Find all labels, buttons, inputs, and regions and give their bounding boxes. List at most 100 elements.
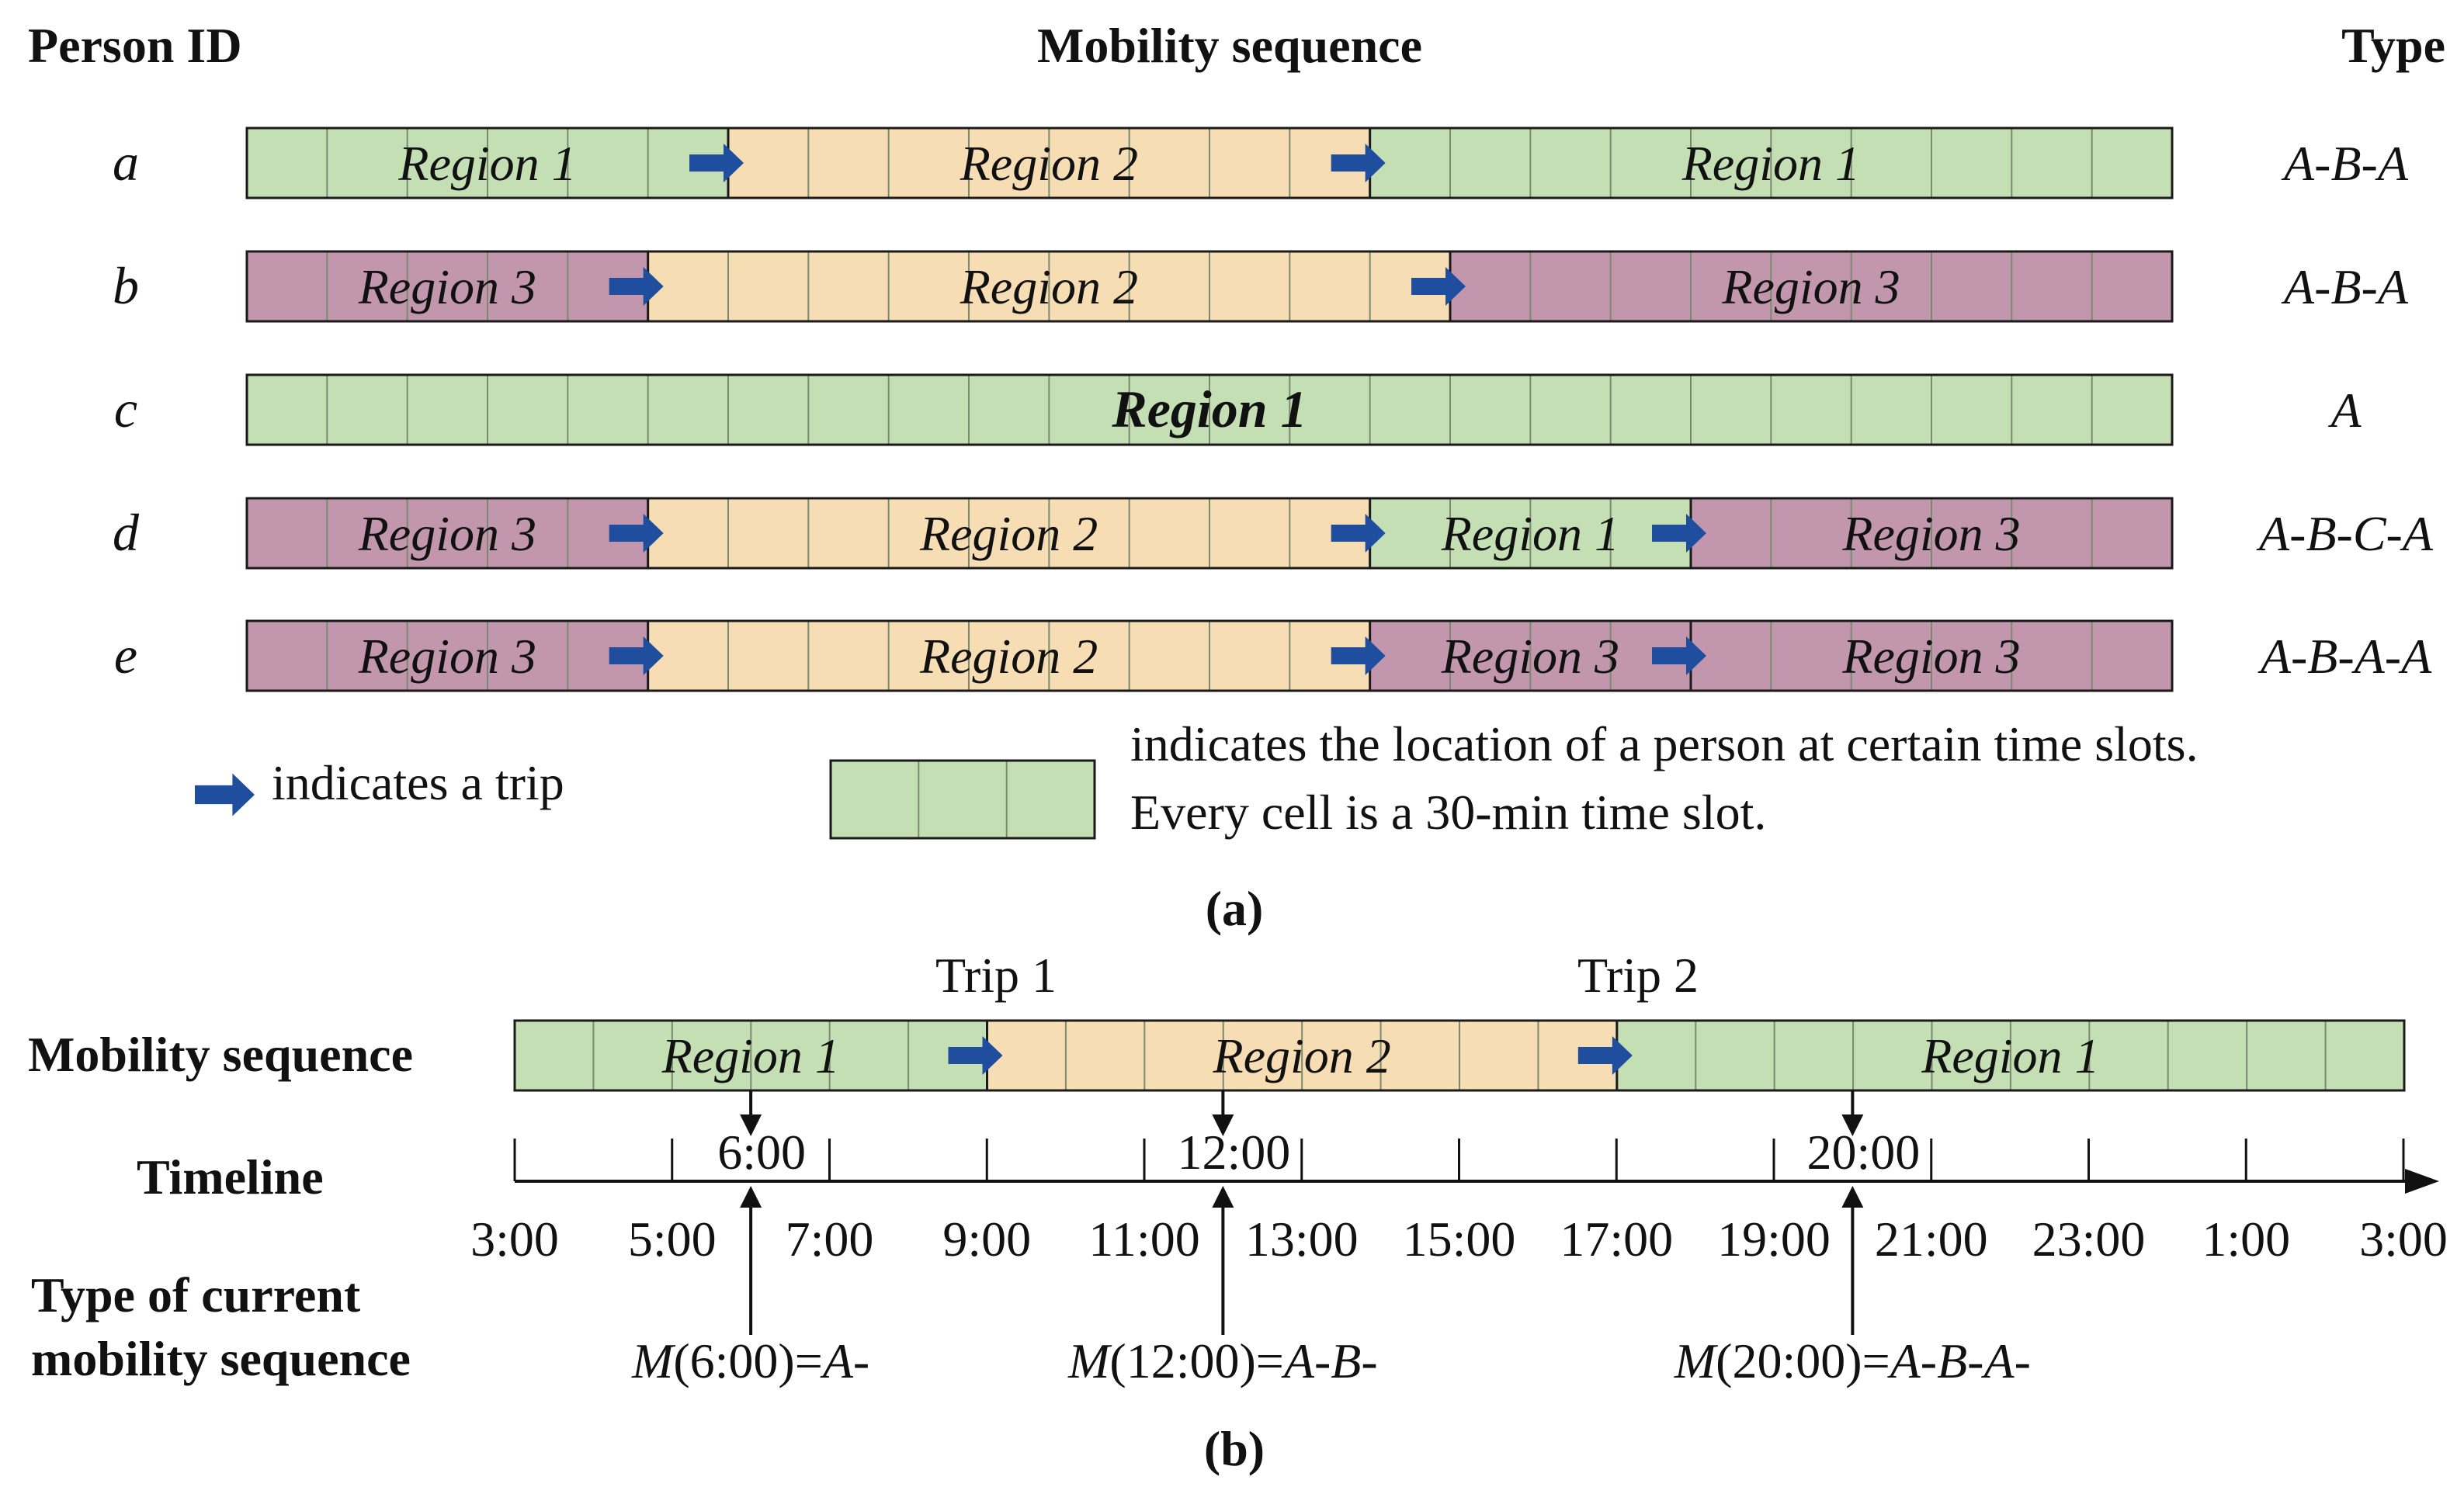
type-d: A-B-C-A: [2256, 506, 2434, 561]
tick-label: 19:00: [1717, 1211, 1831, 1267]
timeline-arrowhead: [2405, 1169, 2439, 1194]
legend-cell-fill: [831, 761, 1095, 838]
row-e-outline: [245, 619, 2174, 692]
trip-arrow-icon: [1331, 514, 1386, 553]
trip-arrow-icon: [1652, 636, 1706, 675]
marker-formula: M(20:00)=A-B-A-: [1674, 1333, 2031, 1388]
row-c-segment-label-1: Region 1: [1111, 380, 1307, 438]
part-b: Mobility sequence Timeline Type of curre…: [28, 948, 2448, 1388]
row-a-outline: [245, 127, 2174, 199]
header-type: Type: [2341, 18, 2445, 73]
marker-time-label: 12:00: [1177, 1125, 1290, 1180]
tick-label: 17:00: [1560, 1211, 1673, 1267]
trip-arrow-icon: [689, 144, 744, 182]
formula-arg: (6:00)=: [673, 1333, 823, 1388]
legend-trip-text: indicates a trip: [272, 755, 564, 810]
tick-label: 1:00: [2202, 1211, 2290, 1267]
b-bar-segment-label-1: Region 1: [661, 1028, 840, 1083]
row-d-segment-2: [647, 498, 1370, 568]
row-c: c Region 1 A: [114, 373, 2362, 446]
caption-b: (b): [1204, 1421, 1265, 1476]
row-b-outline: [245, 250, 2174, 323]
trip-2-label: Trip 2: [1577, 948, 1699, 1003]
trip-arrow-icon: [609, 636, 664, 675]
tick-label: 11:00: [1088, 1211, 1199, 1267]
row-a-segment-label-2: Region 2: [960, 136, 1138, 191]
person-id-a: a: [113, 133, 139, 192]
tick-label: 3:00: [2359, 1211, 2448, 1267]
row-b-segment-label-3: Region 3: [1721, 259, 1900, 314]
type-b: A-B-A: [2281, 259, 2409, 314]
legend-cell-outline: [829, 759, 1096, 840]
time-markers: 6:00M(6:00)=A-12:00M(12:00)=A-B-20:00M(2…: [631, 1090, 2031, 1388]
row-e-segment-1: [247, 621, 648, 691]
trip-arrow-icon: [195, 773, 255, 816]
label-timeline: Timeline: [137, 1149, 324, 1205]
trip-arrow-icon: [609, 267, 664, 306]
trip-arrow-icon: [609, 514, 664, 553]
formula-arg: (20:00)=: [1716, 1333, 1890, 1388]
marker-time-label: 20:00: [1806, 1125, 1920, 1180]
marker-1: 6:00M(6:00)=A-: [631, 1090, 869, 1388]
legend-location-line2: Every cell is a 30-min time slot.: [1130, 785, 1766, 840]
person-id-d: d: [113, 503, 140, 562]
type-c: A: [2327, 383, 2362, 438]
formula-prefix: M: [1067, 1333, 1112, 1388]
formula-value: A-: [820, 1333, 869, 1388]
formula-arg: (12:00)=: [1109, 1333, 1284, 1388]
row-c-outline: [245, 373, 2174, 446]
b-bar-segment-label-2: Region 2: [1213, 1028, 1391, 1083]
trip-arrow-icon: [195, 773, 255, 816]
tick-label: 23:00: [2032, 1211, 2146, 1267]
trip-arrow-icon: [1331, 144, 1386, 182]
tick-label: 15:00: [1403, 1211, 1516, 1267]
tick-label: 9:00: [942, 1211, 1031, 1267]
type-a: A-B-A: [2281, 136, 2409, 191]
row-b: b Region 3 Region 2 Region 3 A-B-A: [113, 250, 2409, 323]
row-d-segment-label-3: Region 1: [1441, 506, 1619, 561]
person-id-c: c: [114, 380, 137, 438]
tick-label: 5:00: [628, 1211, 717, 1267]
person-id-e: e: [114, 626, 137, 685]
row-e-segment-2: [647, 621, 1370, 691]
row-b-segment-3: [1450, 251, 2172, 321]
trip-arrow-icon: [1652, 514, 1706, 553]
tick-label: 21:00: [1875, 1211, 1988, 1267]
row-b-segment-label-2: Region 2: [960, 259, 1138, 314]
label-mobility-sequence: Mobility sequence: [28, 1027, 413, 1082]
row-e-segment-label-2: Region 2: [919, 629, 1098, 684]
marker-3: 20:00M(20:00)=A-B-A-: [1674, 1090, 2031, 1388]
row-b-segment-1: [247, 251, 648, 321]
formula-value: A-B-A-: [1887, 1333, 2031, 1388]
person-id-b: b: [113, 256, 139, 315]
tick-label: 7:00: [786, 1211, 874, 1267]
marker-2: 12:00M(12:00)=A-B-: [1067, 1090, 1378, 1388]
caption-a: (a): [1206, 881, 1264, 936]
b-bar-outline: [513, 1019, 2406, 1092]
row-a-segment-label-1: Region 1: [397, 136, 576, 191]
label-type-line1: Type of current: [31, 1267, 361, 1322]
label-type-line2: mobility sequence: [31, 1331, 411, 1386]
marker-formula: M(6:00)=A-: [631, 1333, 869, 1388]
marker-time-label: 6:00: [717, 1125, 806, 1180]
row-e-segment-label-1: Region 3: [358, 629, 536, 684]
b-bar-segment-label-3: Region 1: [1921, 1028, 2099, 1083]
trip-arrow-icon: [948, 1036, 1003, 1075]
row-a-segment-label-3: Region 1: [1681, 136, 1860, 191]
marker-formula: M(12:00)=A-B-: [1067, 1333, 1378, 1388]
row-e-segment-label-3: Region 3: [1441, 629, 1619, 684]
row-d-segment-label-4: Region 3: [1841, 506, 2020, 561]
formula-prefix: M: [1674, 1333, 1719, 1388]
header-person-id: Person ID: [28, 18, 242, 73]
row-d-outline: [245, 497, 2174, 570]
trip-1-label: Trip 1: [935, 948, 1057, 1003]
header-mobility-sequence: Mobility sequence: [1037, 18, 1422, 73]
formula-prefix: M: [631, 1333, 676, 1388]
row-b-segment-label-1: Region 3: [358, 259, 536, 314]
mobility-sequence-bar: Region 1 Region 2 Region 1: [513, 1019, 2406, 1092]
row-a: a Region 1 Region 2 Region 1 A-B-A: [113, 127, 2409, 199]
